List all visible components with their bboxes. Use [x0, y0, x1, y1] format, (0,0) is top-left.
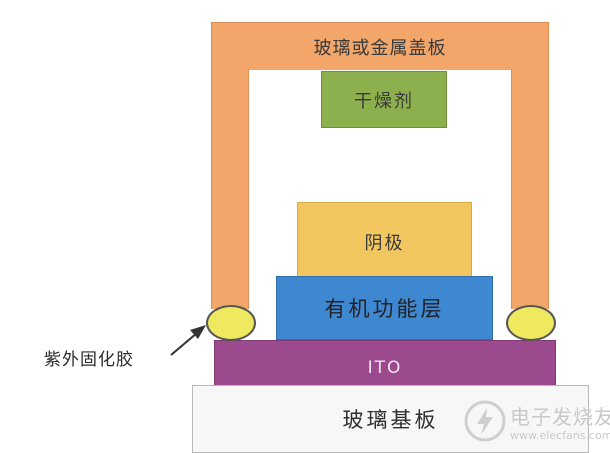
arrow-head: [190, 325, 206, 339]
desiccant-block: 干燥剂: [321, 71, 447, 128]
uv-glue-left: [206, 305, 256, 341]
uv-glue-label: 紫外固化胶: [44, 350, 134, 370]
cathode-label: 阴极: [364, 233, 405, 254]
cover-plate-label: 玻璃或金属盖板: [313, 38, 447, 59]
watermark: 电子发烧友 www.elecfans.com: [459, 395, 610, 447]
organic-layer-label: 有机功能层: [324, 297, 445, 321]
cover-plate-right-leg: [511, 69, 549, 309]
substrate-label: 玻璃基板: [342, 408, 439, 432]
watermark-title: 电子发烧友: [510, 405, 610, 429]
watermark-url: www.elecfans.com: [510, 429, 610, 442]
ito-label: ITO: [367, 357, 403, 378]
desiccant-label: 干燥剂: [354, 90, 414, 112]
uv-glue-right: [506, 305, 556, 341]
cover-plate-left-leg: [211, 69, 249, 309]
ito-layer: ITO: [214, 340, 556, 387]
arrow-shaft: [170, 332, 198, 356]
organic-functional-layer: 有机功能层: [276, 276, 493, 340]
lightning-logo-icon: [464, 400, 506, 442]
cover-plate-top: 玻璃或金属盖板: [211, 22, 549, 70]
glass-substrate: 玻璃基板: [192, 385, 589, 453]
